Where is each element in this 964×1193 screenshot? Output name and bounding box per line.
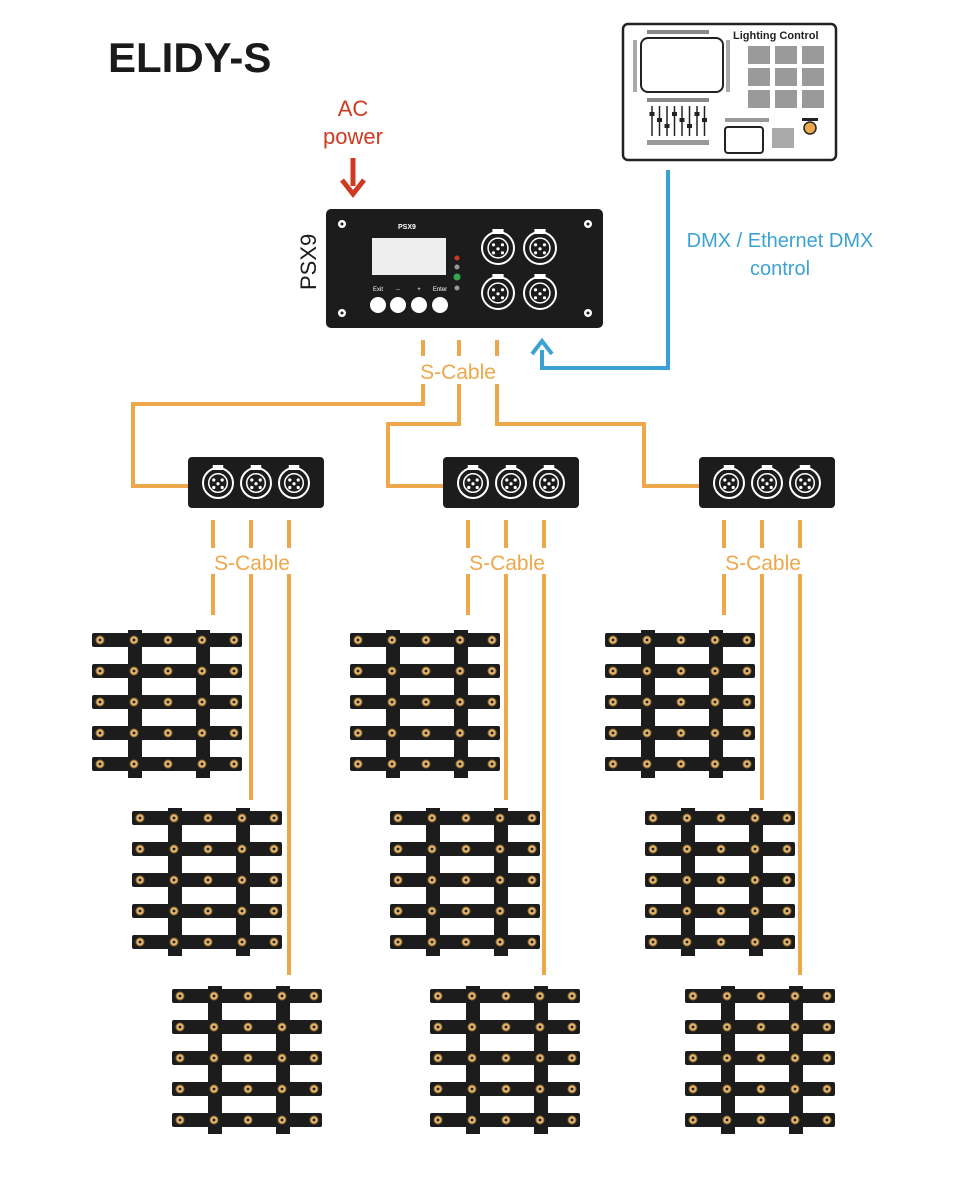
led-panel: [645, 808, 795, 956]
psx9-button-label: +: [417, 287, 421, 293]
s-cable: [495, 340, 699, 488]
lighting-control-label: Lighting Control: [733, 30, 819, 42]
ac-power-label-line1: AC: [338, 96, 369, 121]
xlr-connector-icon: [495, 465, 527, 499]
splitter-box: [188, 457, 324, 508]
xlr-connector-icon: [523, 229, 557, 265]
led-panel: [685, 986, 835, 1134]
ac-power-label-line2: power: [323, 124, 383, 149]
psx9-power-supply: PSX9 Exit – + Enter: [326, 209, 603, 328]
splitter-box: [699, 457, 835, 508]
down-arrow-icon: [340, 158, 366, 199]
led-panel: [92, 630, 242, 778]
xlr-connector-icon: [240, 465, 272, 499]
s-cable-label-branch: S-Cable: [214, 552, 290, 575]
xlr-connector-icon: [713, 465, 745, 499]
s-cable-network: [131, 340, 802, 975]
dmx-control-label-line1: DMX / Ethernet DMX: [687, 230, 874, 252]
psx9-button: [432, 297, 448, 313]
branch-cable-labels: S-Cable S-Cable S-Cable: [210, 548, 805, 575]
psx9-button: [370, 297, 386, 313]
psx9-connectors: [481, 229, 557, 310]
psx9-buttons: Exit – + Enter: [370, 287, 448, 313]
page-title: ELIDY-S: [108, 34, 271, 81]
s-cable-label-branch: S-Cable: [469, 552, 545, 575]
s-cable: [386, 340, 461, 488]
led-panel: [132, 808, 282, 956]
console-faders: [649, 106, 707, 136]
psx9-button: [390, 297, 406, 313]
xlr-connector-icon: [278, 465, 310, 499]
up-arrow-icon: [530, 337, 554, 356]
xlr-connector-icon: [751, 465, 783, 499]
psx9-display: [372, 238, 446, 275]
led-panel: [350, 630, 500, 778]
xlr-connector-icon: [789, 465, 821, 499]
lighting-control-console: Lighting Control: [621, 22, 838, 162]
led-panel: [172, 986, 322, 1134]
xlr-connector-icon: [523, 274, 557, 310]
console-keypad: [748, 46, 824, 108]
s-cable-label-branch: S-Cable: [725, 552, 801, 575]
dmx-control-label-line2: control: [750, 258, 810, 280]
xlr-connector-icon: [457, 465, 489, 499]
xlr-connector-icon: [202, 465, 234, 499]
psx9-label: PSX9: [296, 234, 321, 290]
led-panel: [430, 986, 580, 1134]
s-cable-label-main: S-Cable: [420, 361, 496, 384]
psx9-screen-brand: PSX9: [398, 224, 416, 231]
led-panel: [605, 630, 755, 778]
led-panel: [390, 808, 540, 956]
psx9-button: [411, 297, 427, 313]
splitter-box: [443, 457, 579, 508]
splitter-boxes: [188, 457, 835, 508]
psx9-button-label: –: [396, 287, 400, 293]
xlr-connector-icon: [481, 229, 515, 265]
xlr-connector-icon: [481, 274, 515, 310]
led-panels: [92, 630, 835, 1134]
xlr-connector-icon: [533, 465, 565, 499]
psx9-button-label: Enter: [433, 287, 447, 293]
dmx-control-line: [540, 170, 670, 370]
psx9-button-label: Exit: [373, 287, 383, 293]
